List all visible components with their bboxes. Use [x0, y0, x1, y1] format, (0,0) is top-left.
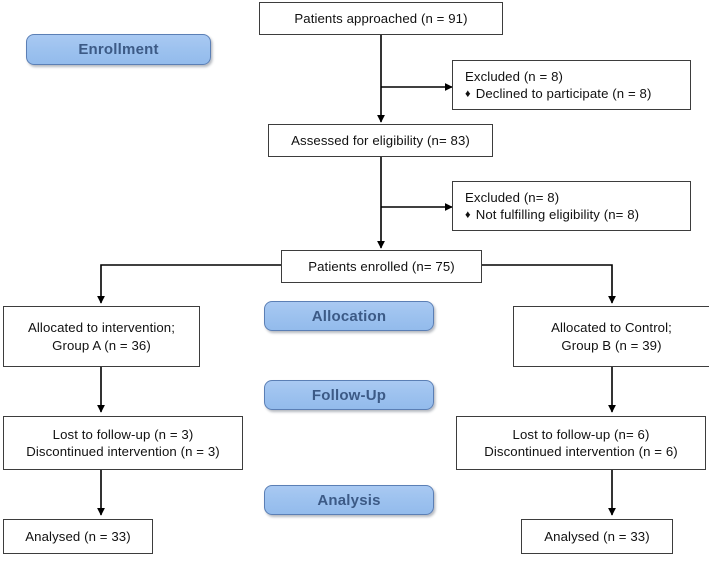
node-analysed-group-a-text: Analysed (n = 33) [25, 528, 131, 544]
node-patients-approached: Patients approached (n = 91) [259, 2, 503, 35]
node-excluded-declined-bullet-line: ♦ Declined to participate (n = 8) [465, 85, 684, 102]
node-assessed-for-eligibility: Assessed for eligibility (n= 83) [268, 124, 493, 157]
node-assessed-for-eligibility-text: Assessed for eligibility (n= 83) [291, 132, 470, 148]
diamond-bullet-icon: ♦ [465, 208, 471, 221]
stage-label-followup-text: Follow-Up [311, 386, 387, 404]
node-allocated-intervention: Allocated to intervention; Group A (n = … [3, 306, 200, 367]
stage-label-enrollment-text: Enrollment [78, 41, 159, 58]
node-allocated-control-text: Allocated to Control; Group B (n = 39) [551, 320, 672, 353]
node-patients-approached-text: Patients approached (n = 91) [294, 10, 468, 26]
node-allocated-intervention-text: Allocated to intervention; Group A (n = … [27, 320, 176, 353]
stage-label-followup: Follow-Up [264, 380, 434, 410]
node-allocated-control: Allocated to Control; Group B (n = 39) [513, 306, 709, 367]
node-patients-enrolled-text: Patients enrolled (n= 75) [308, 258, 455, 274]
node-excluded-declined: Excluded (n = 8) ♦ Declined to participat… [452, 60, 691, 110]
node-excluded-declined-heading: Excluded (n = 8) [465, 68, 563, 84]
edge-enrolled-to-alloc-right [481, 264, 616, 304]
node-excluded-not-fulfilling-bullet-text: Not fulfilling eligibility (n= 8) [475, 207, 640, 222]
node-excluded-not-fulfilling-heading: Excluded (n= 8) [465, 189, 560, 205]
node-analysed-group-b: Analysed (n = 33) [521, 519, 673, 554]
node-excluded-not-fulfilling-bullet-line: ♦ Not fulfilling eligibility (n= 8) [465, 206, 684, 223]
stage-label-analysis: Analysis [264, 485, 434, 515]
stage-label-allocation: Allocation [264, 301, 434, 331]
node-followup-group-a: Lost to follow-up (n = 3) Discontinued i… [3, 416, 243, 470]
stage-label-enrollment: Enrollment [26, 34, 211, 65]
diamond-bullet-icon: ♦ [465, 87, 471, 100]
node-excluded-not-fulfilling: Excluded (n= 8) ♦ Not fulfilling eligibil… [452, 181, 691, 231]
stage-label-analysis-text: Analysis [317, 491, 381, 509]
node-followup-group-a-text: Lost to follow-up (n = 3) Discontinued i… [26, 426, 220, 459]
node-excluded-declined-bullet-text: Declined to participate (n = 8) [475, 86, 652, 101]
node-analysed-group-a: Analysed (n = 33) [3, 519, 153, 554]
stage-label-allocation-text: Allocation [311, 307, 387, 325]
node-followup-group-b: Lost to follow-up (n= 6) Discontinued in… [456, 416, 706, 470]
edge-enrolled-to-alloc-left [97, 264, 282, 304]
node-analysed-group-b-text: Analysed (n = 33) [544, 528, 650, 544]
node-patients-enrolled: Patients enrolled (n= 75) [281, 250, 482, 283]
node-followup-group-b-text: Lost to follow-up (n= 6) Discontinued in… [484, 426, 678, 459]
